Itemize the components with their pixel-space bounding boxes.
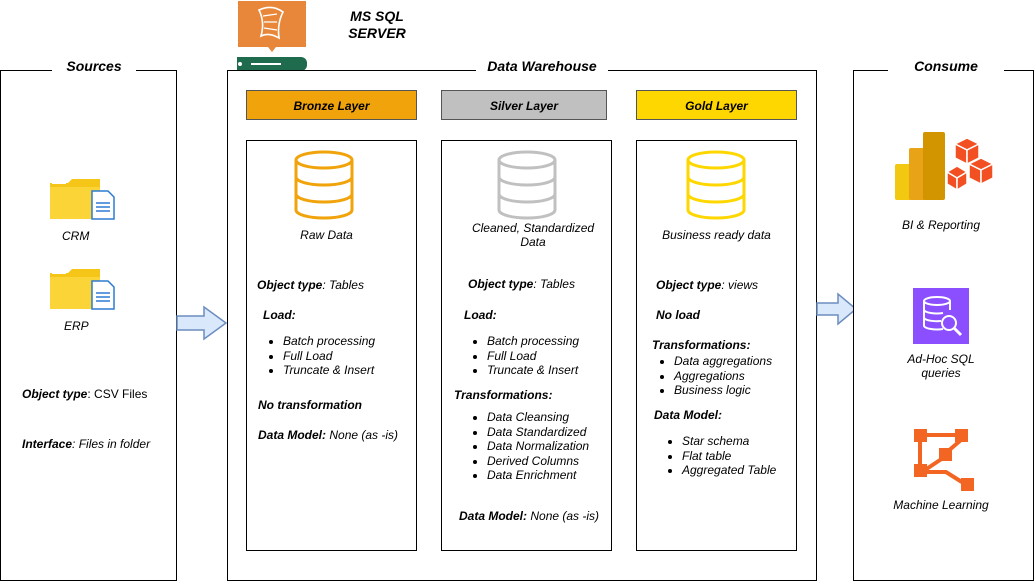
server-name: MS SQL SERVER: [348, 8, 406, 41]
list-item: Batch processing: [283, 334, 375, 349]
source-crm-label: CRM: [62, 229, 90, 243]
bronze-layer-box: [246, 140, 417, 551]
database-cylinder-icon: [293, 150, 355, 220]
sql-server-icon: [227, 0, 307, 71]
bronze-transform-label: No transformation: [258, 398, 363, 412]
list-item: Business logic: [674, 383, 772, 398]
bronze-load-label: Load:: [263, 308, 296, 322]
database-search-icon: [913, 288, 969, 344]
warehouse-panel: [227, 70, 817, 581]
machine-learning-icon: [913, 428, 975, 492]
list-item: Data Cleansing: [487, 410, 589, 425]
gold-load-label: No load: [656, 308, 700, 322]
list-item: Flat table: [682, 449, 776, 464]
list-item: Batch processing: [487, 334, 579, 349]
silver-load-list: Batch processing Full Load Truncate & In…: [471, 334, 579, 378]
list-item: Star schema: [682, 434, 776, 449]
gold-data-model-list: Star schema Flat table Aggregated Table: [666, 434, 776, 478]
arrow-right-icon: [176, 305, 228, 341]
consume-adhoc-label: Ad-Hoc SQL queries: [907, 352, 975, 380]
bronze-data-model: Data Model: None (as -is): [258, 428, 399, 442]
gold-transform-list: Data aggregations Aggregations Business …: [658, 354, 772, 398]
sources-panel: [0, 70, 177, 581]
gold-transform-label: Transformations:: [652, 338, 751, 352]
sources-object-type: Object type: CSV Files: [22, 387, 148, 401]
list-item: Aggregated Table: [682, 463, 776, 478]
source-erp-label: ERP: [64, 319, 89, 333]
list-item: Full Load: [283, 349, 375, 364]
consume-title: Consume: [888, 58, 1004, 74]
list-item: Data Standardized: [487, 425, 589, 440]
consume-bi-label: BI & Reporting: [901, 218, 981, 232]
sources-title: Sources: [52, 58, 136, 74]
bronze-layer-header: Bronze Layer: [246, 90, 417, 120]
silver-data-model: Data Model: None (as -is): [459, 509, 600, 523]
silver-description: Cleaned, Standardized Data: [471, 221, 595, 249]
list-item: Data Enrichment: [487, 468, 589, 483]
gold-object-type: Object type: views: [656, 278, 759, 292]
list-item: Full Load: [487, 349, 579, 364]
silver-layer-header: Silver Layer: [441, 90, 607, 120]
silver-load-label: Load:: [464, 308, 497, 322]
gold-layer-header: Gold Layer: [636, 90, 797, 120]
folder-document-icon: [50, 269, 116, 311]
bronze-load-list: Batch processing Full Load Truncate & In…: [267, 334, 375, 378]
silver-transform-list: Data Cleansing Data Standardized Data No…: [471, 410, 589, 483]
gold-layer-box: [636, 140, 797, 551]
silver-object-type: Object type: Tables: [468, 277, 575, 291]
list-item: Data Normalization: [487, 439, 589, 454]
bronze-object-type: Object type: Tables: [257, 278, 364, 292]
silver-layer-box: [441, 140, 612, 551]
list-item: Aggregations: [674, 369, 772, 384]
bronze-description: Raw Data: [300, 228, 353, 242]
sources-interface: Interface: Files in folder: [22, 437, 151, 451]
database-cylinder-icon: [496, 150, 558, 220]
gold-data-model-label: Data Model:: [654, 408, 723, 422]
folder-document-icon: [50, 179, 116, 221]
list-item: Derived Columns: [487, 454, 589, 469]
gold-description: Business ready data: [662, 228, 771, 242]
list-item: Truncate & Insert: [487, 363, 579, 378]
list-item: Data aggregations: [674, 354, 772, 369]
list-item: Truncate & Insert: [283, 363, 375, 378]
arrow-right-icon: [816, 292, 858, 326]
database-cylinder-icon: [685, 150, 747, 220]
warehouse-title: Data Warehouse: [476, 58, 608, 74]
consume-ml-label: Machine Learning: [893, 498, 989, 512]
power-bi-icon: [895, 130, 997, 202]
silver-transform-label: Transformations:: [454, 388, 553, 402]
